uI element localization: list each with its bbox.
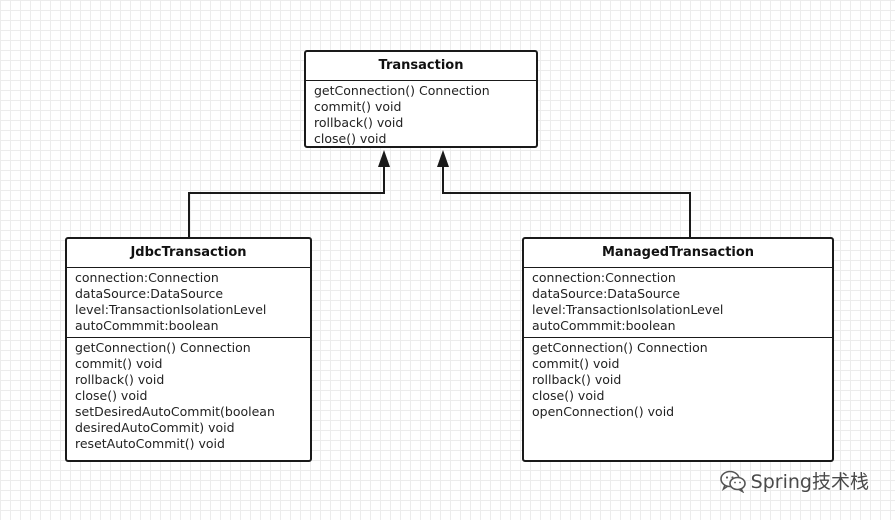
class-method: openConnection() void <box>532 404 675 419</box>
class-method: rollback() void <box>314 115 404 130</box>
wechat-icon <box>719 470 746 493</box>
managed-transaction-class[interactable]: ManagedTransaction connection:Connection… <box>522 237 834 462</box>
class-method: commit() void <box>532 356 620 371</box>
jdbc-inheritance-line <box>188 166 385 237</box>
managed-inheritance-line <box>442 166 691 237</box>
managed-inheritance-arrowhead <box>437 150 449 167</box>
watermark-text: Spring技术栈 <box>750 471 869 493</box>
class-method: commit() void <box>314 99 402 114</box>
class-name: ManagedTransaction <box>524 239 832 268</box>
class-method: close() void <box>532 388 605 403</box>
class-attribute: dataSource:DataSource <box>532 286 681 301</box>
watermark: Spring技术栈 <box>719 467 869 494</box>
class-name: JdbcTransaction <box>67 239 310 268</box>
class-method: setDesiredAutoCommit(boolean <box>75 404 275 419</box>
class-method: commit() void <box>75 356 163 371</box>
class-attribute: connection:Connection <box>75 270 219 285</box>
class-method: rollback() void <box>75 372 165 387</box>
class-method: close() void <box>314 131 387 146</box>
class-method: getConnection() Connection <box>314 83 490 98</box>
class-method: getConnection() Connection <box>532 340 708 355</box>
class-method: getConnection() Connection <box>75 340 251 355</box>
class-method: close() void <box>75 388 148 403</box>
class-attribute: connection:Connection <box>532 270 676 285</box>
class-method: rollback() void <box>532 372 622 387</box>
class-attribute: dataSource:DataSource <box>75 286 224 301</box>
class-attribute: level:TransactionIsolationLevel <box>532 302 724 317</box>
class-attribute: autoCommmit:boolean <box>75 318 219 333</box>
class-attribute: autoCommmit:boolean <box>532 318 676 333</box>
class-method: desiredAutoCommit) void <box>75 420 235 435</box>
class-attribute: level:TransactionIsolationLevel <box>75 302 267 317</box>
jdbc-inheritance-arrowhead <box>378 150 390 167</box>
class-name: Transaction <box>306 52 536 81</box>
class-method: resetAutoCommit() void <box>75 436 225 451</box>
